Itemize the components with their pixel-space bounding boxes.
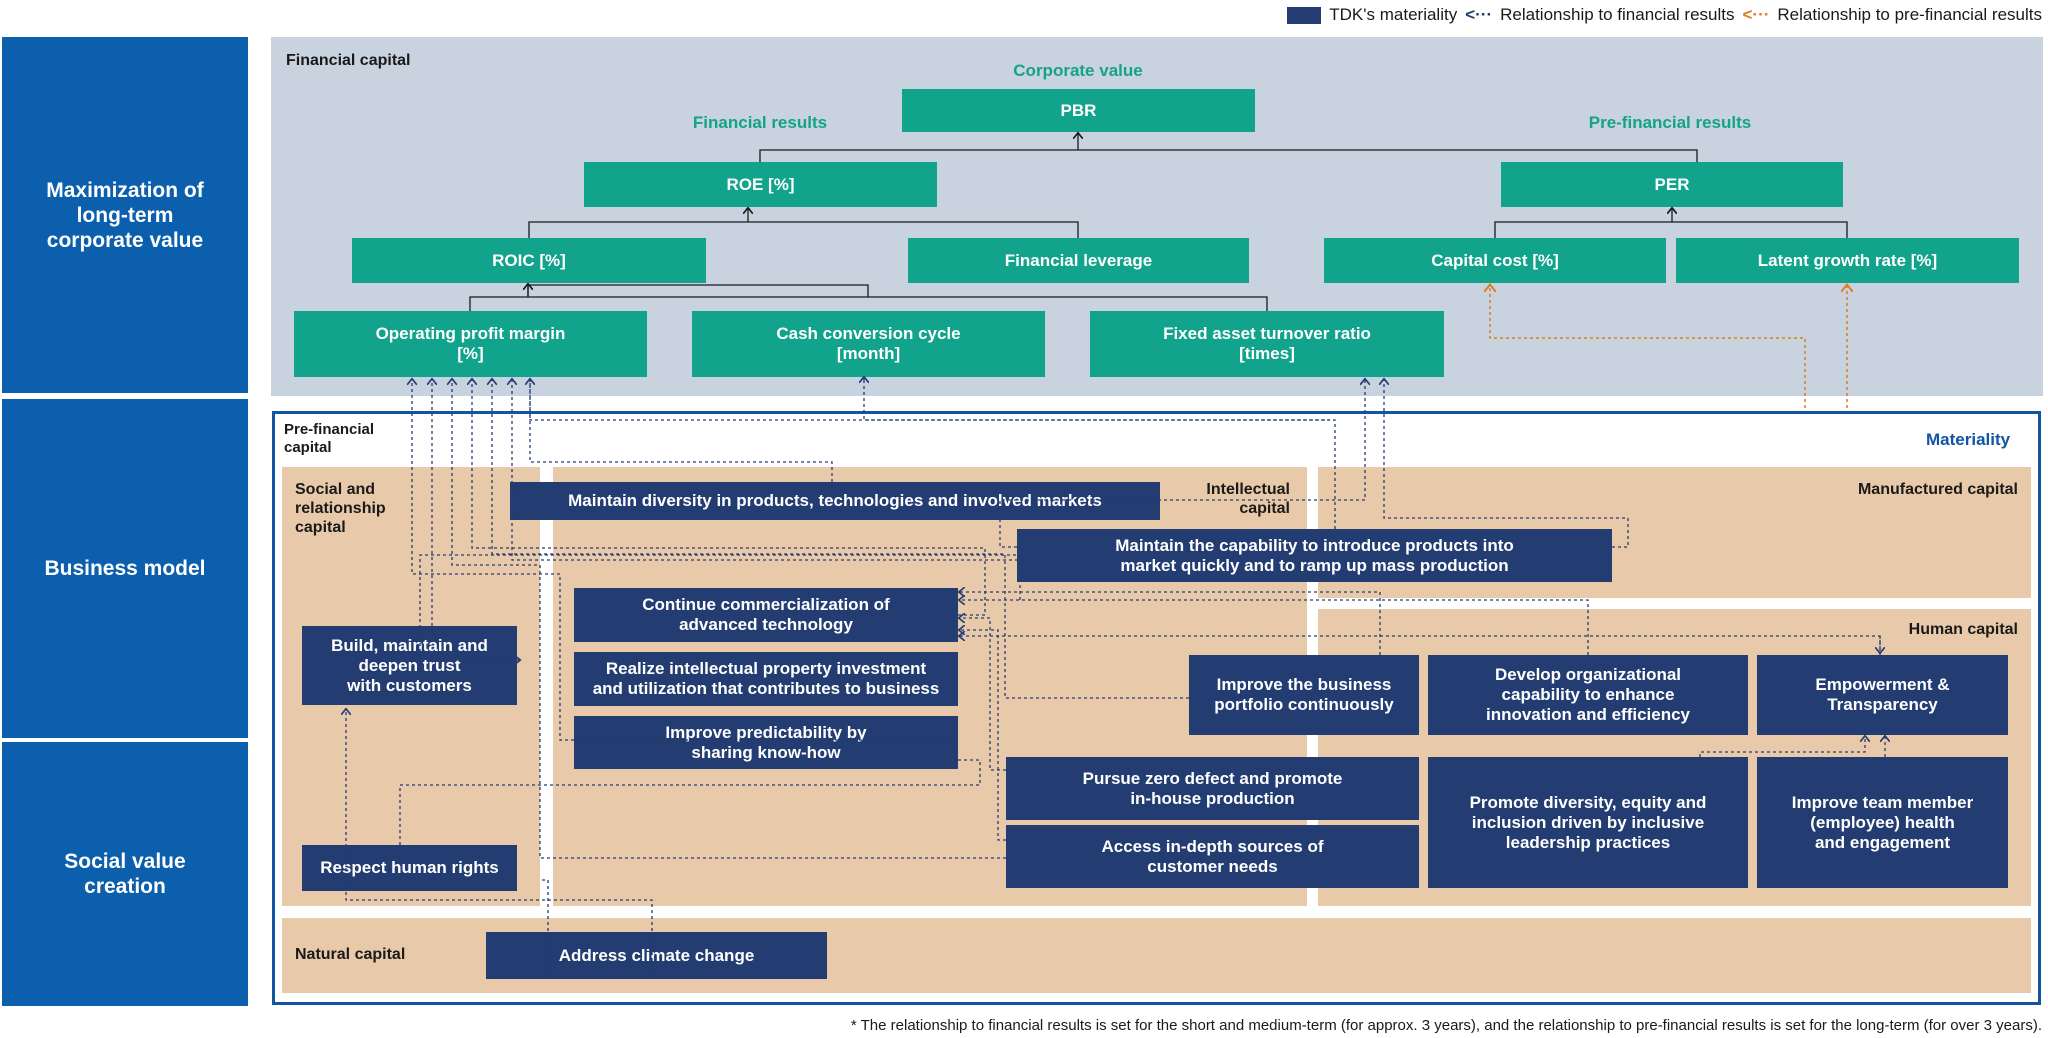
legend-financial: Relationship to financial results	[1500, 5, 1735, 24]
dei-box: Promote diversity, equity and inclusion …	[1428, 757, 1748, 888]
business-portfolio-box: Improve the business portfolio continuou…	[1189, 655, 1419, 735]
materiality-label: Materiality	[1926, 430, 2011, 449]
zero-defect-box: Pursue zero defect and promote in-house …	[1006, 757, 1419, 820]
operating-profit-box: Operating profit margin [%]	[294, 311, 647, 377]
health-box: Improve team member (employee) health an…	[1757, 757, 2008, 888]
customer-trust-box: Build, maintain and deepen trust with cu…	[302, 626, 517, 705]
human-capital-label: Human capital	[1908, 621, 2018, 638]
latent-growth-box: Latent growth rate [%]	[1676, 238, 2019, 283]
band-maximization: Maximization of long-term corporate valu…	[2, 37, 248, 393]
intellectual-capital-label: Intellectual capital	[1206, 481, 1290, 517]
financial-results-label: Financial results	[692, 113, 828, 132]
commercialization-box: Continue commercialization of advanced t…	[574, 588, 958, 642]
intellectual-property-box: Realize intellectual property investment…	[574, 652, 958, 706]
band-maximization-label: Maximization of long-term corporate valu…	[46, 178, 204, 252]
band-social-value: Social value creation	[2, 742, 248, 1006]
dotted-arrow-blue-icon: <···	[1465, 5, 1493, 24]
legend-materiality: TDK's materiality	[1329, 5, 1458, 24]
natural-capital-label: Natural capital	[295, 946, 406, 963]
corporate-value-label: Corporate value	[1013, 61, 1143, 80]
footnote: * The relationship to financial results …	[850, 1017, 2042, 1034]
pbr-box: PBR	[902, 89, 1255, 132]
per-box: PER	[1501, 162, 1843, 207]
financial-leverage-box: Financial leverage	[908, 238, 1249, 283]
fixed-asset-box: Fixed asset turnover ratio [times]	[1090, 311, 1444, 377]
cash-conversion-box: Cash conversion cycle [month]	[692, 311, 1045, 377]
roic-box: ROIC [%]	[352, 238, 706, 283]
roe-box: ROE [%]	[584, 162, 937, 207]
legend: TDK's materiality <··· Relationship to f…	[1287, 4, 2042, 26]
band-business-model-label: Business model	[44, 557, 206, 580]
legend-prefinancial: Relationship to pre-financial results	[1777, 5, 2042, 24]
social-capital-label: Social and relationship capital	[295, 481, 386, 536]
customer-needs-box: Access in-depth sources of customer need…	[1006, 825, 1419, 888]
band-business-model: Business model	[2, 399, 248, 738]
empowerment-box: Empowerment & Transparency	[1757, 655, 2008, 735]
financial-capital-title: Financial capital	[286, 52, 411, 69]
org-capability-box: Develop organizational capability to enh…	[1428, 655, 1748, 735]
human-rights-box: Respect human rights	[302, 845, 517, 891]
climate-box: Address climate change	[486, 932, 827, 979]
capital-cost-box: Capital cost [%]	[1324, 238, 1666, 283]
materiality-swatch	[1287, 6, 1322, 24]
diversity-products-box: Maintain diversity in products, technolo…	[510, 482, 1160, 520]
prefinancial-capital-title: Pre-financial capital	[284, 421, 375, 456]
introduce-products-box: Maintain the capability to introduce pro…	[1017, 529, 1612, 582]
band-social-value-label: Social value creation	[64, 850, 186, 898]
prefinancial-results-label: Pre-financial results	[1588, 113, 1752, 132]
manufactured-capital-label: Manufactured capital	[1857, 481, 2018, 498]
predictability-box: Improve predictability by sharing know-h…	[574, 716, 958, 769]
dotted-arrow-orange-icon: <···	[1742, 5, 1770, 24]
